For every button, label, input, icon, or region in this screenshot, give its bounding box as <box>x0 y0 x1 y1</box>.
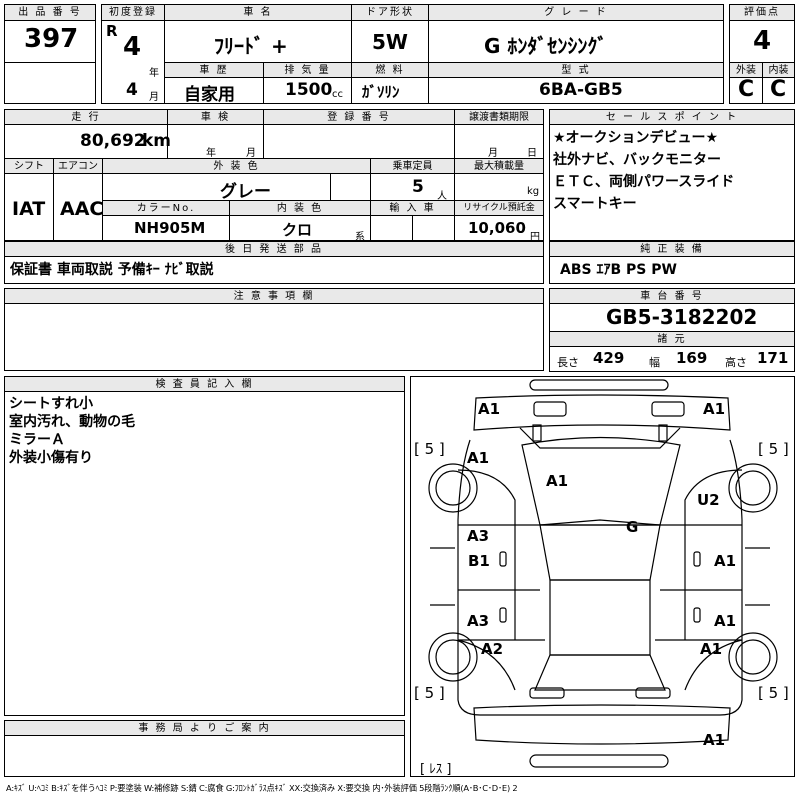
interior-grade: C <box>770 77 787 102</box>
registration-year-unit: 年 <box>149 68 159 79</box>
genuine-equipment-box <box>549 256 795 284</box>
registration-month-unit: 月 <box>149 92 159 103</box>
exterior-color: グレー <box>220 182 271 202</box>
interior-grade-box <box>762 77 795 104</box>
inspector-note-line: シートすれ小 <box>9 396 93 412</box>
tire-rear-left: [ 5 ] <box>414 684 445 702</box>
chassis-number: GB5-3182202 <box>606 305 758 329</box>
shift: IAT <box>12 198 46 220</box>
inspection-year-unit: 年 <box>206 148 216 159</box>
interior-color-unit: 系 <box>355 232 365 243</box>
mark-fender-left: A1 <box>467 449 490 467</box>
sales-point-line: ＥＴＣ、両側パワースライド <box>553 174 735 190</box>
later-parts-text: 保証書 車両取説 予備ｷｰ ﾅﾋﾞ取説 <box>10 262 214 278</box>
mark-door-front-left-a: A3 <box>467 527 490 545</box>
later-parts-box <box>4 256 544 284</box>
mileage-unit: km <box>142 131 172 151</box>
recycle-deposit-box <box>454 215 544 241</box>
history: 自家用 <box>184 85 235 105</box>
width-label: 幅 <box>649 356 660 369</box>
inspector-notes-box <box>4 391 405 716</box>
width: 169 <box>676 349 708 367</box>
notes-box <box>4 303 544 371</box>
door-type: 5W <box>372 30 408 54</box>
mark-door-rear-right: A1 <box>714 612 737 630</box>
model-box <box>428 77 724 104</box>
transfer-day-unit: 日 <box>527 148 537 159</box>
length-label: 長さ <box>557 356 579 369</box>
height-label: 高さ <box>725 356 747 369</box>
height: 171 <box>757 349 789 367</box>
tire-front-right: [ 5 ] <box>758 440 789 458</box>
mark-door-rear-left: A3 <box>467 612 490 630</box>
mark-quarter-right: A1 <box>700 640 723 658</box>
mark-front-left: A1 <box>478 400 501 418</box>
tire-rear-right: [ 5 ] <box>758 684 789 702</box>
score: 4 <box>753 26 772 56</box>
condition-diagram-box <box>410 376 795 777</box>
interior-color: クロ <box>282 221 313 239</box>
tire-front-left: [ 5 ] <box>414 440 445 458</box>
inspector-note-line: ミラーＡ <box>9 432 65 448</box>
max-load-unit: kg <box>527 186 540 197</box>
capacity-unit: 人 <box>437 191 447 202</box>
sales-point-line: スマートキー <box>553 196 637 212</box>
car-name: ﾌﾘｰﾄﾞ + <box>214 34 288 58</box>
inspection-month-unit: 月 <box>246 148 256 159</box>
exterior-grade: C <box>738 77 755 102</box>
mark-door-front-left-b: B1 <box>468 552 490 570</box>
inspector-note-line: 外装小傷有り <box>9 450 93 466</box>
sales-point-line: 社外ナビ、バックモニター <box>553 152 721 168</box>
mark-windshield: G <box>626 518 639 536</box>
exterior-color-divider <box>330 173 331 201</box>
sales-point-line: ★オークションデビュー★ <box>553 130 719 146</box>
mark-fender-right: U2 <box>697 491 720 509</box>
mark-door-front-right: A1 <box>714 552 737 570</box>
model: 6BA-GB5 <box>539 80 623 100</box>
interior-grade-header: 内装 <box>762 62 795 78</box>
color-number: NH905M <box>134 219 206 237</box>
lot-number: 397 <box>24 24 79 54</box>
mark-hood: A1 <box>546 472 569 490</box>
grade: G ﾎﾝﾀﾞｾﾝｼﾝｸﾞ <box>484 34 608 58</box>
transfer-month-unit: 月 <box>488 148 498 159</box>
genuine-equipment-text: ABS ｴｱB PS PW <box>560 262 677 278</box>
sales-points-box <box>549 124 795 241</box>
mark-quarter-left: A2 <box>481 640 504 658</box>
registration-month: 4 <box>126 80 138 100</box>
lot-number-blank <box>4 62 96 104</box>
damage-legend: A:ｷｽﾞ U:ﾍｺﾐ B:ｷｽﾞを伴うﾍｺﾐ P:要塗装 W:補修跡 S:錆 … <box>6 783 518 793</box>
registration-year: 4 <box>123 32 142 62</box>
import-divider <box>412 215 413 241</box>
capacity: 5 <box>412 177 424 197</box>
mileage: 80,692 <box>80 131 146 151</box>
spare-tire: [ ﾚｽ ] <box>420 762 452 777</box>
registration-era: R <box>106 22 118 40</box>
displacement: 1500 <box>285 80 333 100</box>
recycle-deposit: 10,060 <box>468 219 526 237</box>
fuel: ｶﾞｿﾘﾝ <box>362 83 400 101</box>
displacement-unit: cc <box>332 89 343 100</box>
ac: AAC <box>60 198 104 220</box>
office-notice-box <box>4 735 405 777</box>
specs-box <box>549 346 795 372</box>
mark-rear-bumper: A1 <box>703 731 726 749</box>
length: 429 <box>593 349 625 367</box>
recycle-deposit-unit: 円 <box>530 232 540 243</box>
inspector-note-line: 室内汚れ、動物の毛 <box>9 414 136 430</box>
mark-front-right: A1 <box>703 400 726 418</box>
